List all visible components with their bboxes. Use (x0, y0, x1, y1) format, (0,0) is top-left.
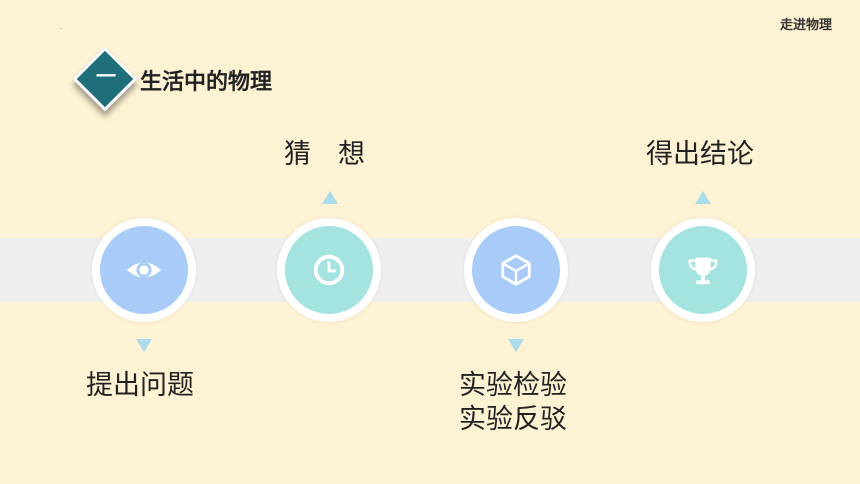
step-circle-4-inner (659, 226, 747, 314)
step-3-pointer (508, 339, 524, 352)
section-title: 生活中的物理 (140, 70, 273, 95)
eye-icon (126, 262, 162, 278)
step-circle-3-inner (472, 226, 560, 314)
step-circle-2-inner (285, 226, 373, 314)
step-circle-1-inner (100, 226, 188, 314)
page-header-title: 走进物理 (779, 18, 832, 33)
step-circle-2 (277, 218, 381, 322)
cube-icon (501, 254, 531, 286)
step-2-pointer (322, 191, 338, 204)
section-number: 一 (96, 63, 116, 88)
step-circle-4 (651, 218, 755, 322)
step-1-pointer (136, 339, 152, 352)
step-circle-3 (464, 218, 568, 322)
step-3-label-line-2: 实验反驳 (459, 404, 567, 435)
corner-dot: . (60, 22, 63, 31)
step-4-pointer (695, 191, 711, 204)
step-2-label: 猜 想 (284, 139, 365, 170)
step-3-label-line-1: 实验检验 (459, 370, 567, 401)
clock-icon (313, 254, 345, 286)
step-circle-1 (92, 218, 196, 322)
step-1-label: 提出问题 (86, 370, 194, 401)
trophy-icon (688, 257, 718, 285)
step-4-label: 得出结论 (646, 139, 754, 170)
